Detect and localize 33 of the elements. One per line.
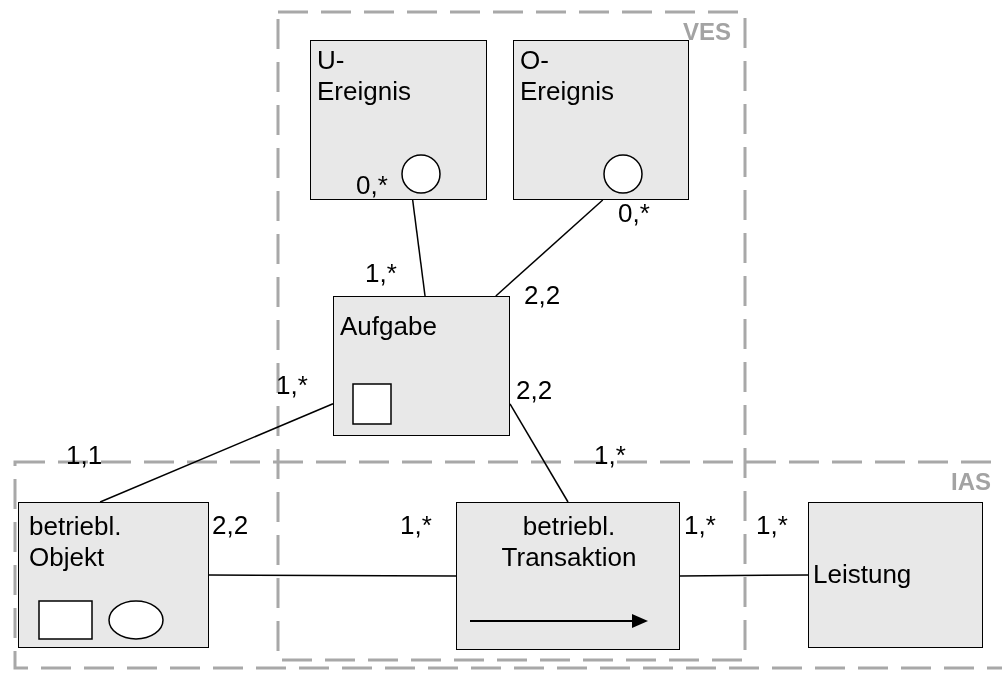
multiplicity-label: 2,2 [516,375,553,405]
connector-line [208,574,457,577]
multiplicity-label: 1,1 [66,440,103,470]
multiplicity-label: 0,* [356,170,388,200]
entity-box [513,40,689,200]
multiplicity-label: 0,* [618,198,650,228]
entity-box [310,40,487,200]
connector-line [99,403,334,503]
entity-box [18,502,209,648]
entity-name: Leistung [813,559,913,590]
entity-name: Aufgabe [340,311,438,342]
connector-line [509,403,569,503]
connector-line [411,199,426,297]
multiplicity-label: 1,* [594,440,626,470]
entity-box [333,296,510,436]
entity-name: O- Ereignis [520,45,615,107]
multiplicity-label: 1,* [276,370,308,400]
dashed-region [278,12,745,660]
multiplicity-label: 2,2 [524,280,561,310]
entity-name: U- Ereignis [317,45,412,107]
entity-name: betriebl. Transaktion [500,511,638,573]
region-title: VES [682,17,731,47]
entity-name: betriebl. Objekt [29,511,123,573]
connector-line [495,199,604,297]
entity-box [456,502,680,650]
multiplicity-label: 1,* [684,510,716,540]
connector-line [679,574,809,577]
multiplicity-label: 1,* [400,510,432,540]
entity-box [808,502,983,648]
region-title: IAS [951,467,991,497]
multiplicity-label: 1,* [365,258,397,288]
multiplicity-label: 2,2 [212,510,249,540]
multiplicity-label: 1,* [756,510,788,540]
